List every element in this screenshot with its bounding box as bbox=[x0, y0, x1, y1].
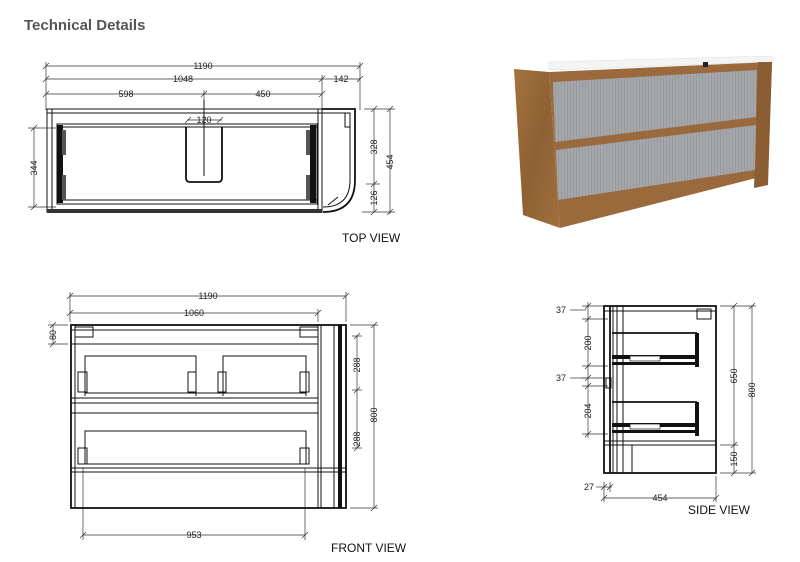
front-view: 1190 1060 80 288 288 800 953 FRONT VIEW bbox=[48, 291, 407, 555]
dim-top-overall-depth: 454 bbox=[385, 154, 395, 169]
side-view-label: SIDE VIEW bbox=[688, 503, 751, 517]
dim-side-depth: 454 bbox=[652, 493, 667, 503]
dim-front-overall-width: 1190 bbox=[198, 291, 217, 301]
dim-top-overall-width: 1190 bbox=[193, 61, 212, 71]
dim-side-overall-height: 800 bbox=[747, 382, 757, 397]
top-view-dimension-lines bbox=[28, 62, 395, 216]
dim-side-mid-gap: 37 bbox=[556, 373, 566, 383]
dim-top-inner-depth: 344 bbox=[29, 160, 39, 175]
dim-top-depth-lower: 126 bbox=[369, 190, 379, 205]
dim-top-side-section: 142 bbox=[333, 74, 348, 84]
side-view: 37 200 37 204 650 800 150 27 454 SIDE VI… bbox=[556, 302, 757, 517]
dim-front-drawer-upper: 288 bbox=[352, 357, 362, 372]
front-view-dimension-lines bbox=[48, 292, 378, 540]
dim-side-upper-drawer: 200 bbox=[583, 335, 593, 350]
top-view-outline bbox=[46, 100, 356, 213]
dim-top-inner-width: 1048 bbox=[173, 74, 193, 84]
dim-front-inner-drawer-width: 953 bbox=[186, 530, 201, 540]
page-title: Technical Details bbox=[24, 17, 146, 34]
dim-side-top-gap: 37 bbox=[556, 305, 566, 315]
top-view: 1190 1048 142 598 450 120 344 328 126 45… bbox=[28, 61, 401, 245]
dim-side-lower-drawer: 204 bbox=[583, 403, 593, 418]
dim-top-right-segment: 450 bbox=[255, 89, 270, 99]
dim-side-front-thickness: 27 bbox=[584, 482, 594, 492]
dim-side-body-height: 650 bbox=[729, 368, 739, 383]
dim-front-drawer-lower: 288 bbox=[352, 431, 362, 446]
product-render bbox=[514, 55, 773, 228]
dim-top-depth-upper: 328 bbox=[369, 139, 379, 154]
dim-top-left-segment: 598 bbox=[118, 89, 133, 99]
dim-front-top-rail: 80 bbox=[48, 330, 58, 340]
dim-front-drawer-width: 1060 bbox=[184, 308, 204, 318]
top-view-label: TOP VIEW bbox=[342, 231, 401, 245]
front-view-outline bbox=[70, 324, 347, 509]
side-view-outline bbox=[603, 305, 717, 474]
front-view-label: FRONT VIEW bbox=[331, 541, 407, 555]
dim-front-overall-height: 800 bbox=[369, 407, 379, 422]
dim-side-plinth: 150 bbox=[729, 451, 739, 466]
dim-top-cutout-width: 120 bbox=[196, 115, 211, 125]
